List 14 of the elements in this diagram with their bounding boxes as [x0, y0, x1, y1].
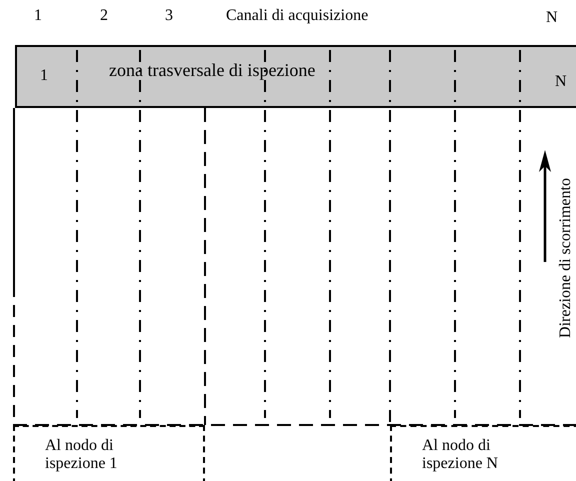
channel-number: N [546, 8, 558, 28]
node-text: Al nodo di ispezione 1 [45, 437, 118, 473]
band-title: zona trasversale di ispezione [109, 59, 316, 82]
channel-number: 2 [100, 6, 108, 26]
output-region [390, 425, 576, 481]
node-text: Al nodo di ispezione N [422, 437, 499, 473]
direction-label: Direzione di scorrimento [558, 178, 574, 338]
axis-title: Canali di acquisizione [226, 6, 368, 26]
channel-number: 1 [34, 6, 42, 26]
output-region [13, 425, 205, 481]
channel-number: 1 [40, 66, 48, 86]
inspection-band [15, 45, 576, 108]
channel-number: 3 [165, 6, 173, 26]
channel-number: N [555, 72, 567, 92]
